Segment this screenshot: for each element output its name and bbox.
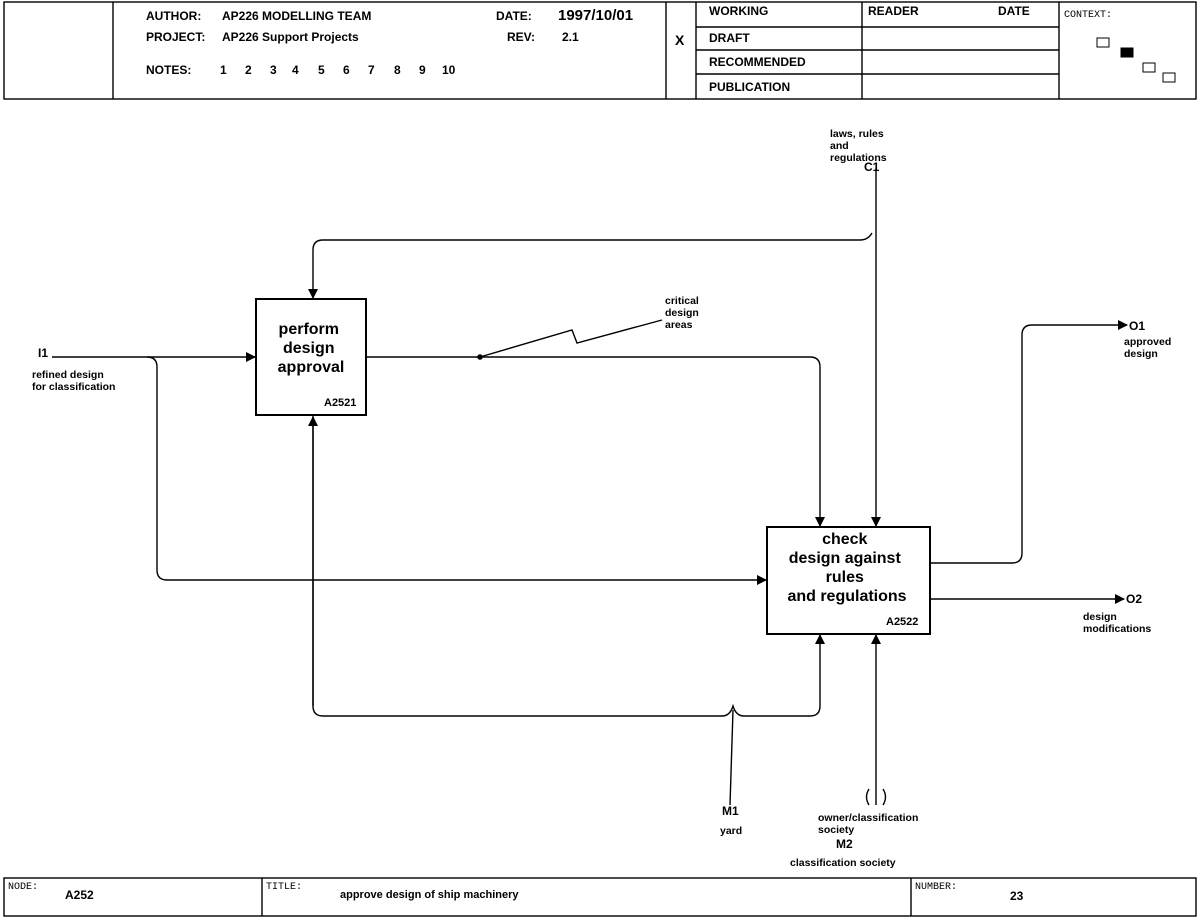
page-number: 23: [1010, 889, 1024, 903]
note-number[interactable]: 1: [220, 63, 227, 77]
author-label: AUTHOR:: [146, 9, 202, 23]
arrow-a2521-to-a2522: [366, 356, 825, 527]
activity-box-a2522[interactable]: [766, 526, 931, 635]
i1-label: refined design for classification: [32, 369, 115, 393]
m2-sublabel: classification society: [790, 857, 896, 869]
note-number[interactable]: 9: [419, 63, 426, 77]
m2-code: M2: [836, 837, 853, 851]
context-box-2-active: [1120, 47, 1134, 58]
node-value: A252: [65, 888, 94, 902]
date-value: 1997/10/01: [558, 7, 634, 24]
a2522-node-id: A2522: [886, 616, 918, 628]
a2521-node-id: A2521: [324, 397, 356, 409]
note-number[interactable]: 7: [368, 63, 375, 77]
note-number[interactable]: 10: [442, 63, 456, 77]
context-label: CONTEXT:: [1064, 10, 1113, 21]
arrow-i1-branch-to-a2522: [146, 356, 767, 585]
status-publication: PUBLICATION: [709, 80, 791, 94]
o2-label: design modifications: [1083, 611, 1151, 635]
date-label: DATE:: [496, 9, 532, 23]
arrow-c1-branch-to-a2521: [308, 232, 873, 299]
note-number[interactable]: 5: [318, 63, 325, 77]
a2522-title: check design against rules and regulatio…: [787, 531, 906, 605]
project-value: AP226 Support Projects: [222, 30, 359, 44]
note-number[interactable]: 6: [343, 63, 350, 77]
status-draft: DRAFT: [709, 31, 750, 45]
note-number[interactable]: 2: [245, 63, 252, 77]
context-box-1: [1096, 37, 1110, 48]
title-label: TITLE:: [266, 882, 303, 893]
project-label: PROJECT:: [146, 30, 206, 44]
m1-code: M1: [722, 804, 739, 818]
number-label: NUMBER:: [915, 882, 958, 893]
draft-status-mark: X: [675, 32, 685, 48]
m1-label: yard: [720, 825, 742, 837]
reader-date-label: DATE: [998, 4, 1030, 18]
a2521-title: perform design approval: [278, 321, 345, 376]
context-box-4: [1162, 72, 1176, 83]
rev-label: REV:: [507, 30, 536, 44]
branch-dot: [477, 354, 483, 360]
context-box-3: [1142, 62, 1156, 73]
author-value: AP226 MODELLING TEAM: [222, 9, 372, 23]
critical-design-areas-squiggle: [479, 319, 663, 358]
diagram-title: approve design of ship machinery: [340, 889, 519, 901]
o1-label: approved design: [1124, 336, 1174, 360]
m2-label: owner/classification society: [818, 812, 921, 836]
arrow-m1-to-a2522: [312, 416, 825, 717]
status-working: WORKING: [709, 4, 769, 18]
rev-value: 2.1: [562, 30, 579, 44]
m2-tunnel-right: [882, 788, 887, 806]
note-number[interactable]: 8: [394, 63, 401, 77]
note-number[interactable]: 3: [270, 63, 277, 77]
o2-code: O2: [1126, 592, 1142, 606]
o1-code: O1: [1129, 319, 1145, 333]
i1-code: I1: [38, 346, 48, 360]
reader-label: READER: [868, 4, 919, 18]
c1-code: C1: [864, 160, 880, 174]
arrow-o1-approved-design: [930, 320, 1128, 564]
critical-design-areas-label: critical design areas: [665, 295, 702, 331]
c1-label: laws, rules and regulations: [830, 128, 887, 164]
notes-label: NOTES:: [146, 63, 192, 77]
m2-tunnel-left: [865, 788, 870, 806]
status-recommended: RECOMMENDED: [709, 55, 806, 69]
node-label: NODE:: [8, 882, 39, 893]
note-number[interactable]: 4: [292, 63, 299, 77]
m1-stem: [729, 709, 734, 806]
